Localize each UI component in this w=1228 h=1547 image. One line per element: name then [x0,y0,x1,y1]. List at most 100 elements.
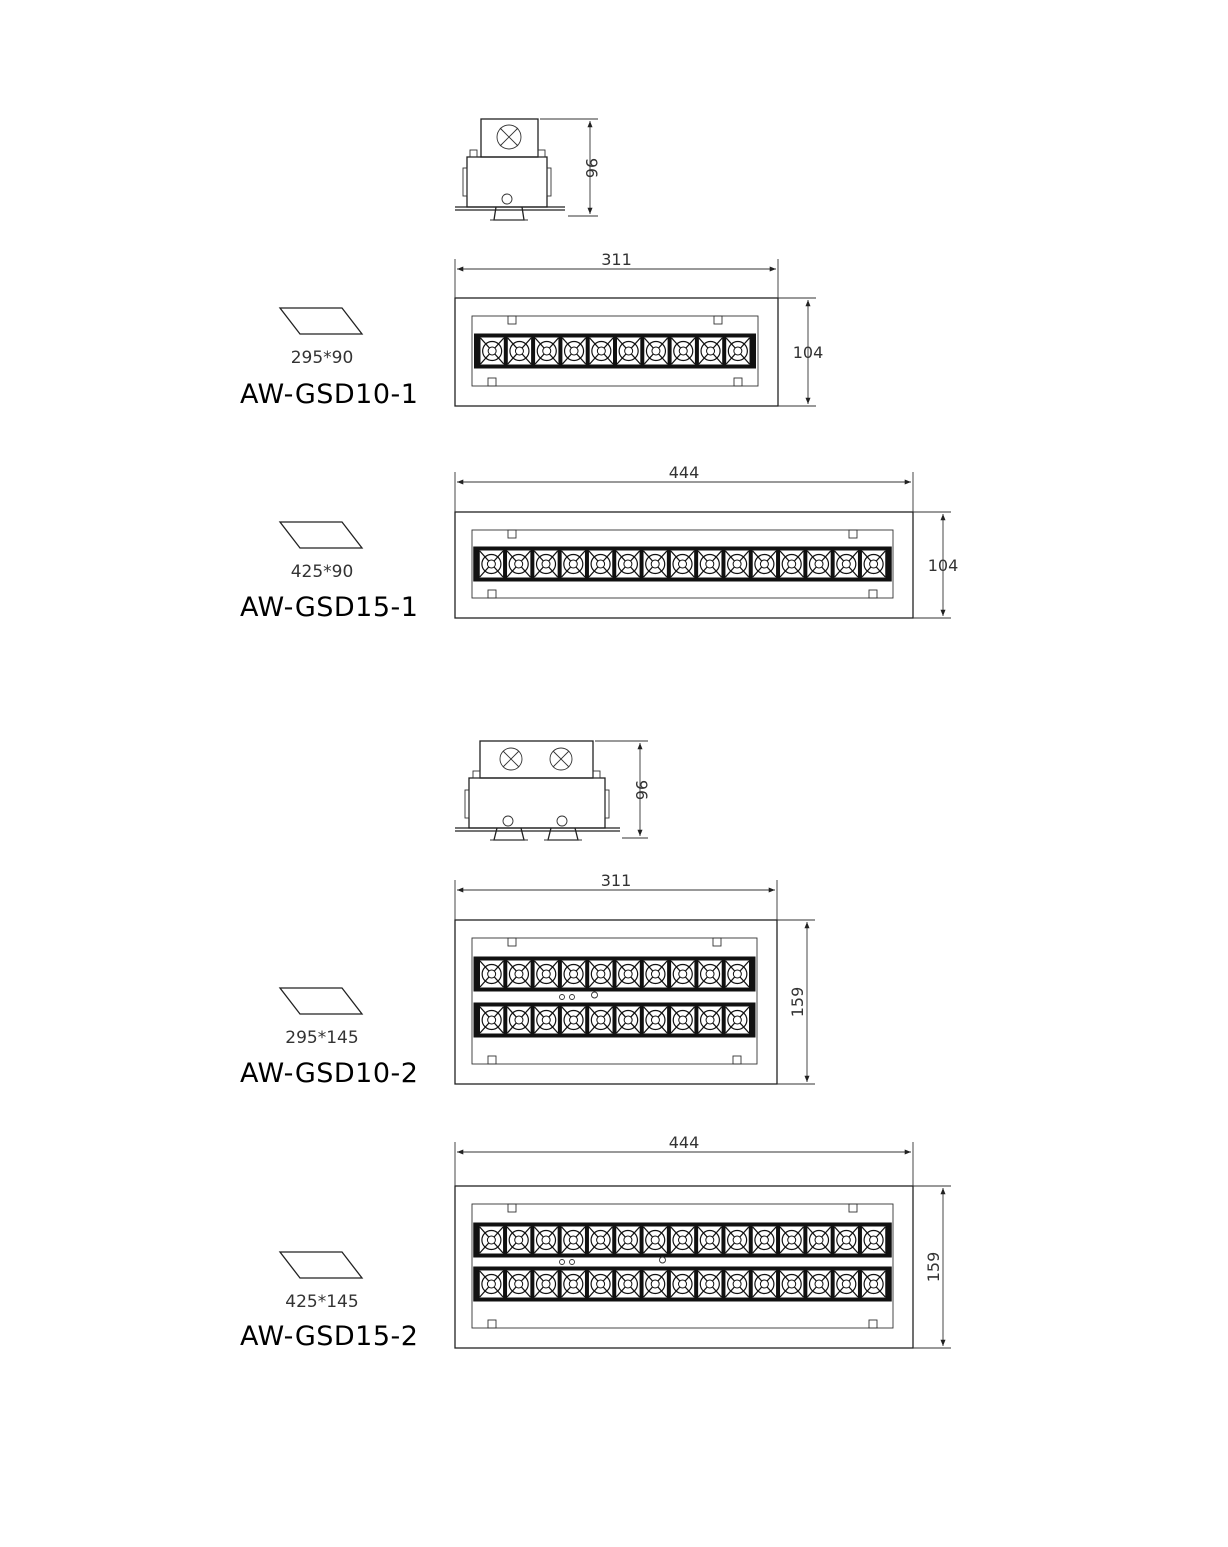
lens-center [650,1235,660,1245]
lens-center [705,1235,715,1245]
lens-ring [618,963,639,985]
led-lens [615,1225,641,1255]
lens-center [541,559,551,569]
lens-ring [808,1273,830,1295]
lens-center [596,559,606,569]
cutout-shape [278,987,364,1015]
lens-ring [754,1229,775,1251]
lens-ring [482,340,503,362]
led-lens [587,1225,614,1255]
led-lens [670,1005,696,1035]
lens-center [841,1279,851,1289]
screw [868,589,878,599]
lens-ring [617,1229,639,1251]
led-lens [751,1225,778,1255]
led-lens [478,549,505,579]
lens-center [650,969,660,979]
lens-ring [563,1273,584,1295]
lens-ring [563,1229,584,1251]
lens-center [568,559,578,569]
front-views: 295*90AW-GSD10-1311104425*90AW-GSD15-144… [240,250,958,1352]
lens-center [678,346,688,356]
screw [507,1203,517,1213]
hole [659,1256,666,1264]
lens-ring [617,1273,639,1295]
lens-center [596,1015,606,1025]
led-lens [697,549,723,579]
lens-ring [699,1229,720,1251]
led-lens [533,549,559,579]
led-lens [697,1005,723,1035]
outer-frame [454,297,779,407]
height-label: 104 [793,343,824,362]
led-lens [860,1269,887,1299]
led-lens [560,1005,587,1035]
lens-center [705,1279,715,1289]
height-label: 159 [788,987,807,1018]
hole [559,994,565,1000]
lens-center [814,1235,824,1245]
outer-frame [454,511,914,619]
lens-ring [590,1009,611,1031]
led-lens [642,549,668,579]
lens-ring [508,553,529,575]
lens-ring [781,553,802,575]
lens-ring [700,340,721,362]
led-lens [506,336,533,366]
led-lens [506,1225,532,1255]
led-lens [560,1225,586,1255]
led-lens [833,549,859,579]
lens-ring [591,340,612,362]
screw [868,1319,878,1329]
cutout-label: 295*145 [285,1028,358,1048]
lens-center [705,559,715,569]
lens-center [596,1235,606,1245]
lens-ring [508,963,530,985]
lens-ring [590,1273,611,1295]
led-lens [697,959,723,989]
lens-center [732,1015,742,1025]
lens-ring [699,553,720,575]
lens-ring [726,1273,748,1295]
led-lens [643,336,669,366]
inner-housing [471,315,759,387]
model-name: AW-GSD10-1 [240,379,418,410]
led-lens [642,1225,668,1255]
lens-center [706,346,716,356]
led-lens [642,959,669,989]
cutout-label: 295*90 [291,348,354,368]
screw [732,1055,742,1065]
cutout-shape [278,307,364,335]
screw [507,529,517,539]
led-row [473,1002,756,1038]
lens-ring [645,1273,666,1295]
width-label: 311 [601,871,632,890]
led-lens [506,959,532,989]
lens-center [623,559,633,569]
lens-ring [536,340,557,362]
led-lens [724,1225,750,1255]
lens-center [486,559,496,569]
led-lens [479,336,505,366]
lens-center [650,1279,660,1289]
led-lens [615,959,641,989]
screw [848,529,858,539]
lens-ring [726,553,748,575]
hole [569,1259,575,1265]
hole [569,994,575,1000]
lens-center [486,1235,496,1245]
lens-ring [836,1273,857,1295]
led-lens [724,549,750,579]
lens-center [732,1279,742,1289]
lens-center [514,559,524,569]
led-lens [615,1005,641,1035]
lens-center [541,969,551,979]
lens-center [596,346,606,356]
lens-center [541,1015,551,1025]
led-lens [669,549,696,579]
led-lens [860,1225,887,1255]
led-lens [506,1269,532,1299]
width-label: 444 [669,463,700,482]
lens-ring [863,1229,884,1251]
